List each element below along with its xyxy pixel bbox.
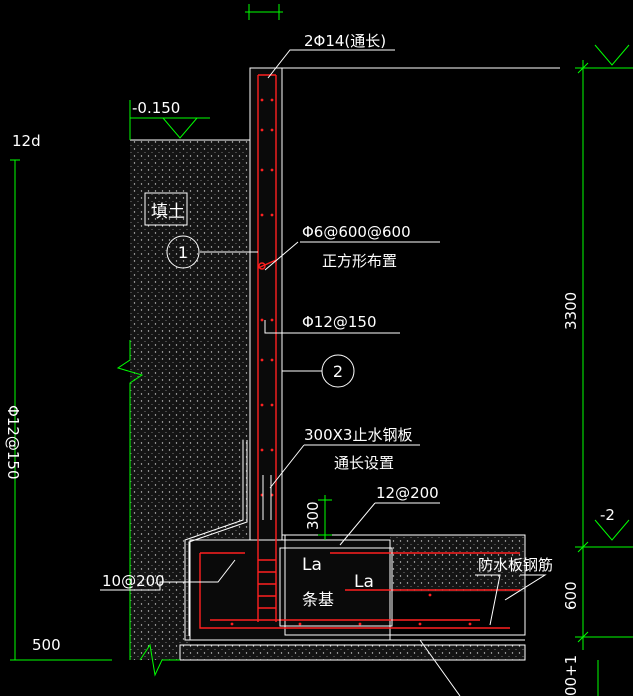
circle-1-label: 1	[178, 243, 188, 262]
waterstop-label: 300X3止水钢板	[304, 426, 412, 444]
detail-circle-1	[166, 235, 200, 269]
top-rebar-label: 2Φ14(通长)	[304, 32, 386, 50]
dim-300-label: 300	[304, 501, 322, 530]
la-left-label: La	[302, 555, 322, 575]
detail-circle-2	[321, 354, 355, 388]
dim-600-label: 600	[562, 581, 580, 610]
left-bar-label: 10@200	[102, 572, 165, 590]
circle-2-label: 2	[333, 362, 343, 381]
waterproof-membrane	[184, 440, 525, 641]
left-side-partial-label: Φ12@150	[4, 405, 22, 480]
fill-soil-box	[144, 192, 188, 226]
waterstop-note-label: 通长设置	[334, 454, 394, 472]
dimension-lines	[10, 4, 633, 696]
tie-bar-label: Φ6@600@600	[302, 223, 411, 241]
rebar-group	[199, 74, 520, 629]
dim-3300-label: 3300	[562, 292, 580, 330]
waterstop-plate	[262, 475, 272, 520]
fill-soil-label: 填土	[151, 202, 185, 222]
la-box	[279, 547, 393, 627]
dim-500-label: 500	[32, 636, 61, 654]
backfill-soil	[130, 139, 250, 660]
slab-bar-label: 12@200	[376, 484, 439, 502]
soil-fill-right	[390, 535, 525, 592]
waterproof-bar-label: 防水板钢筋	[478, 556, 553, 574]
strip-base-label: 条基	[302, 590, 334, 609]
wall-bar-label: Φ12@150	[302, 313, 377, 331]
tie-note-label: 正方形布置	[322, 252, 397, 270]
elevation-left-label: -0.150	[132, 99, 180, 117]
elevation-right-partial-label: -2	[600, 506, 615, 524]
leader-lines	[100, 49, 547, 696]
bottom-right-partial-label: 00+1	[562, 655, 580, 696]
la-right-label: La	[354, 572, 374, 592]
dim-12d-label: 12d	[12, 132, 41, 150]
rebar-dots	[230, 98, 472, 626]
retaining-wall	[249, 67, 560, 549]
